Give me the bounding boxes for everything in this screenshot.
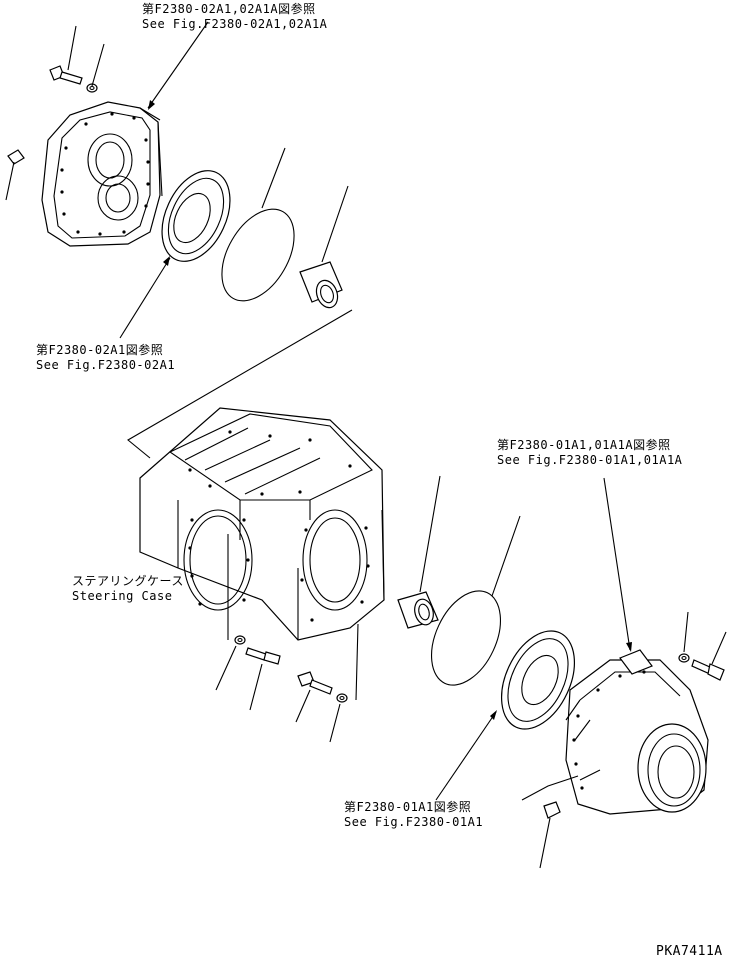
callout-top-ref-en: See Fig.F2380-02A1,02A1A: [142, 17, 328, 31]
sleeve-bottom: [397, 591, 439, 629]
seal-plate-bottom: [501, 630, 575, 730]
bolt-right: [691, 659, 725, 681]
washer-case-left: [234, 635, 246, 645]
washer-case-right: [336, 693, 348, 703]
callout-right-ref: 第F2380-01A1,01A1A図参照 See Fig.F2380-01A1,…: [497, 438, 682, 468]
plug-left: [7, 149, 25, 165]
seal-plate-top: [161, 170, 231, 262]
callout-steering-case-en: Steering Case: [72, 589, 173, 603]
bolt-case-left: [245, 647, 281, 665]
callout-right-ref-jp: 第F2380-01A1,01A1A図参照: [497, 438, 671, 452]
drawing-code: PKA7411A: [656, 944, 723, 959]
left-cover: [41, 101, 163, 247]
sleeve-top: [299, 261, 343, 309]
callout-top-ref: 第F2380-02A1,02A1A図参照 See Fig.F2380-02A1,…: [142, 2, 327, 32]
washer-top-left: [86, 83, 98, 93]
callout-steering-case: ステアリングケース Steering Case: [72, 574, 184, 604]
callout-bottom-ref-en: See Fig.F2380-01A1: [344, 815, 484, 829]
callout-bottom-ref-jp: 第F2380-01A1図参照: [344, 800, 472, 814]
washer-right: [678, 653, 690, 663]
o-ring-bottom: [431, 590, 501, 686]
callout-left-mid-ref: 第F2380-02A1図参照 See Fig.F2380-02A1: [36, 343, 175, 373]
callout-steering-case-jp: ステアリングケース: [72, 574, 184, 588]
right-housing: [565, 649, 709, 815]
plug-bottom-right: [543, 801, 561, 819]
bolt-case-right: [297, 671, 333, 695]
callout-bottom-ref: 第F2380-01A1図参照 See Fig.F2380-01A1: [344, 800, 483, 830]
callout-top-ref-jp: 第F2380-02A1,02A1A図参照: [142, 2, 316, 16]
o-ring-top: [221, 208, 295, 302]
steering-case: [139, 407, 385, 641]
callout-right-ref-en: See Fig.F2380-01A1,01A1A: [497, 453, 683, 467]
bolt-top-left: [49, 65, 83, 85]
callout-left-mid-ref-jp: 第F2380-02A1図参照: [36, 343, 164, 357]
callout-left-mid-ref-en: See Fig.F2380-02A1: [36, 358, 176, 372]
